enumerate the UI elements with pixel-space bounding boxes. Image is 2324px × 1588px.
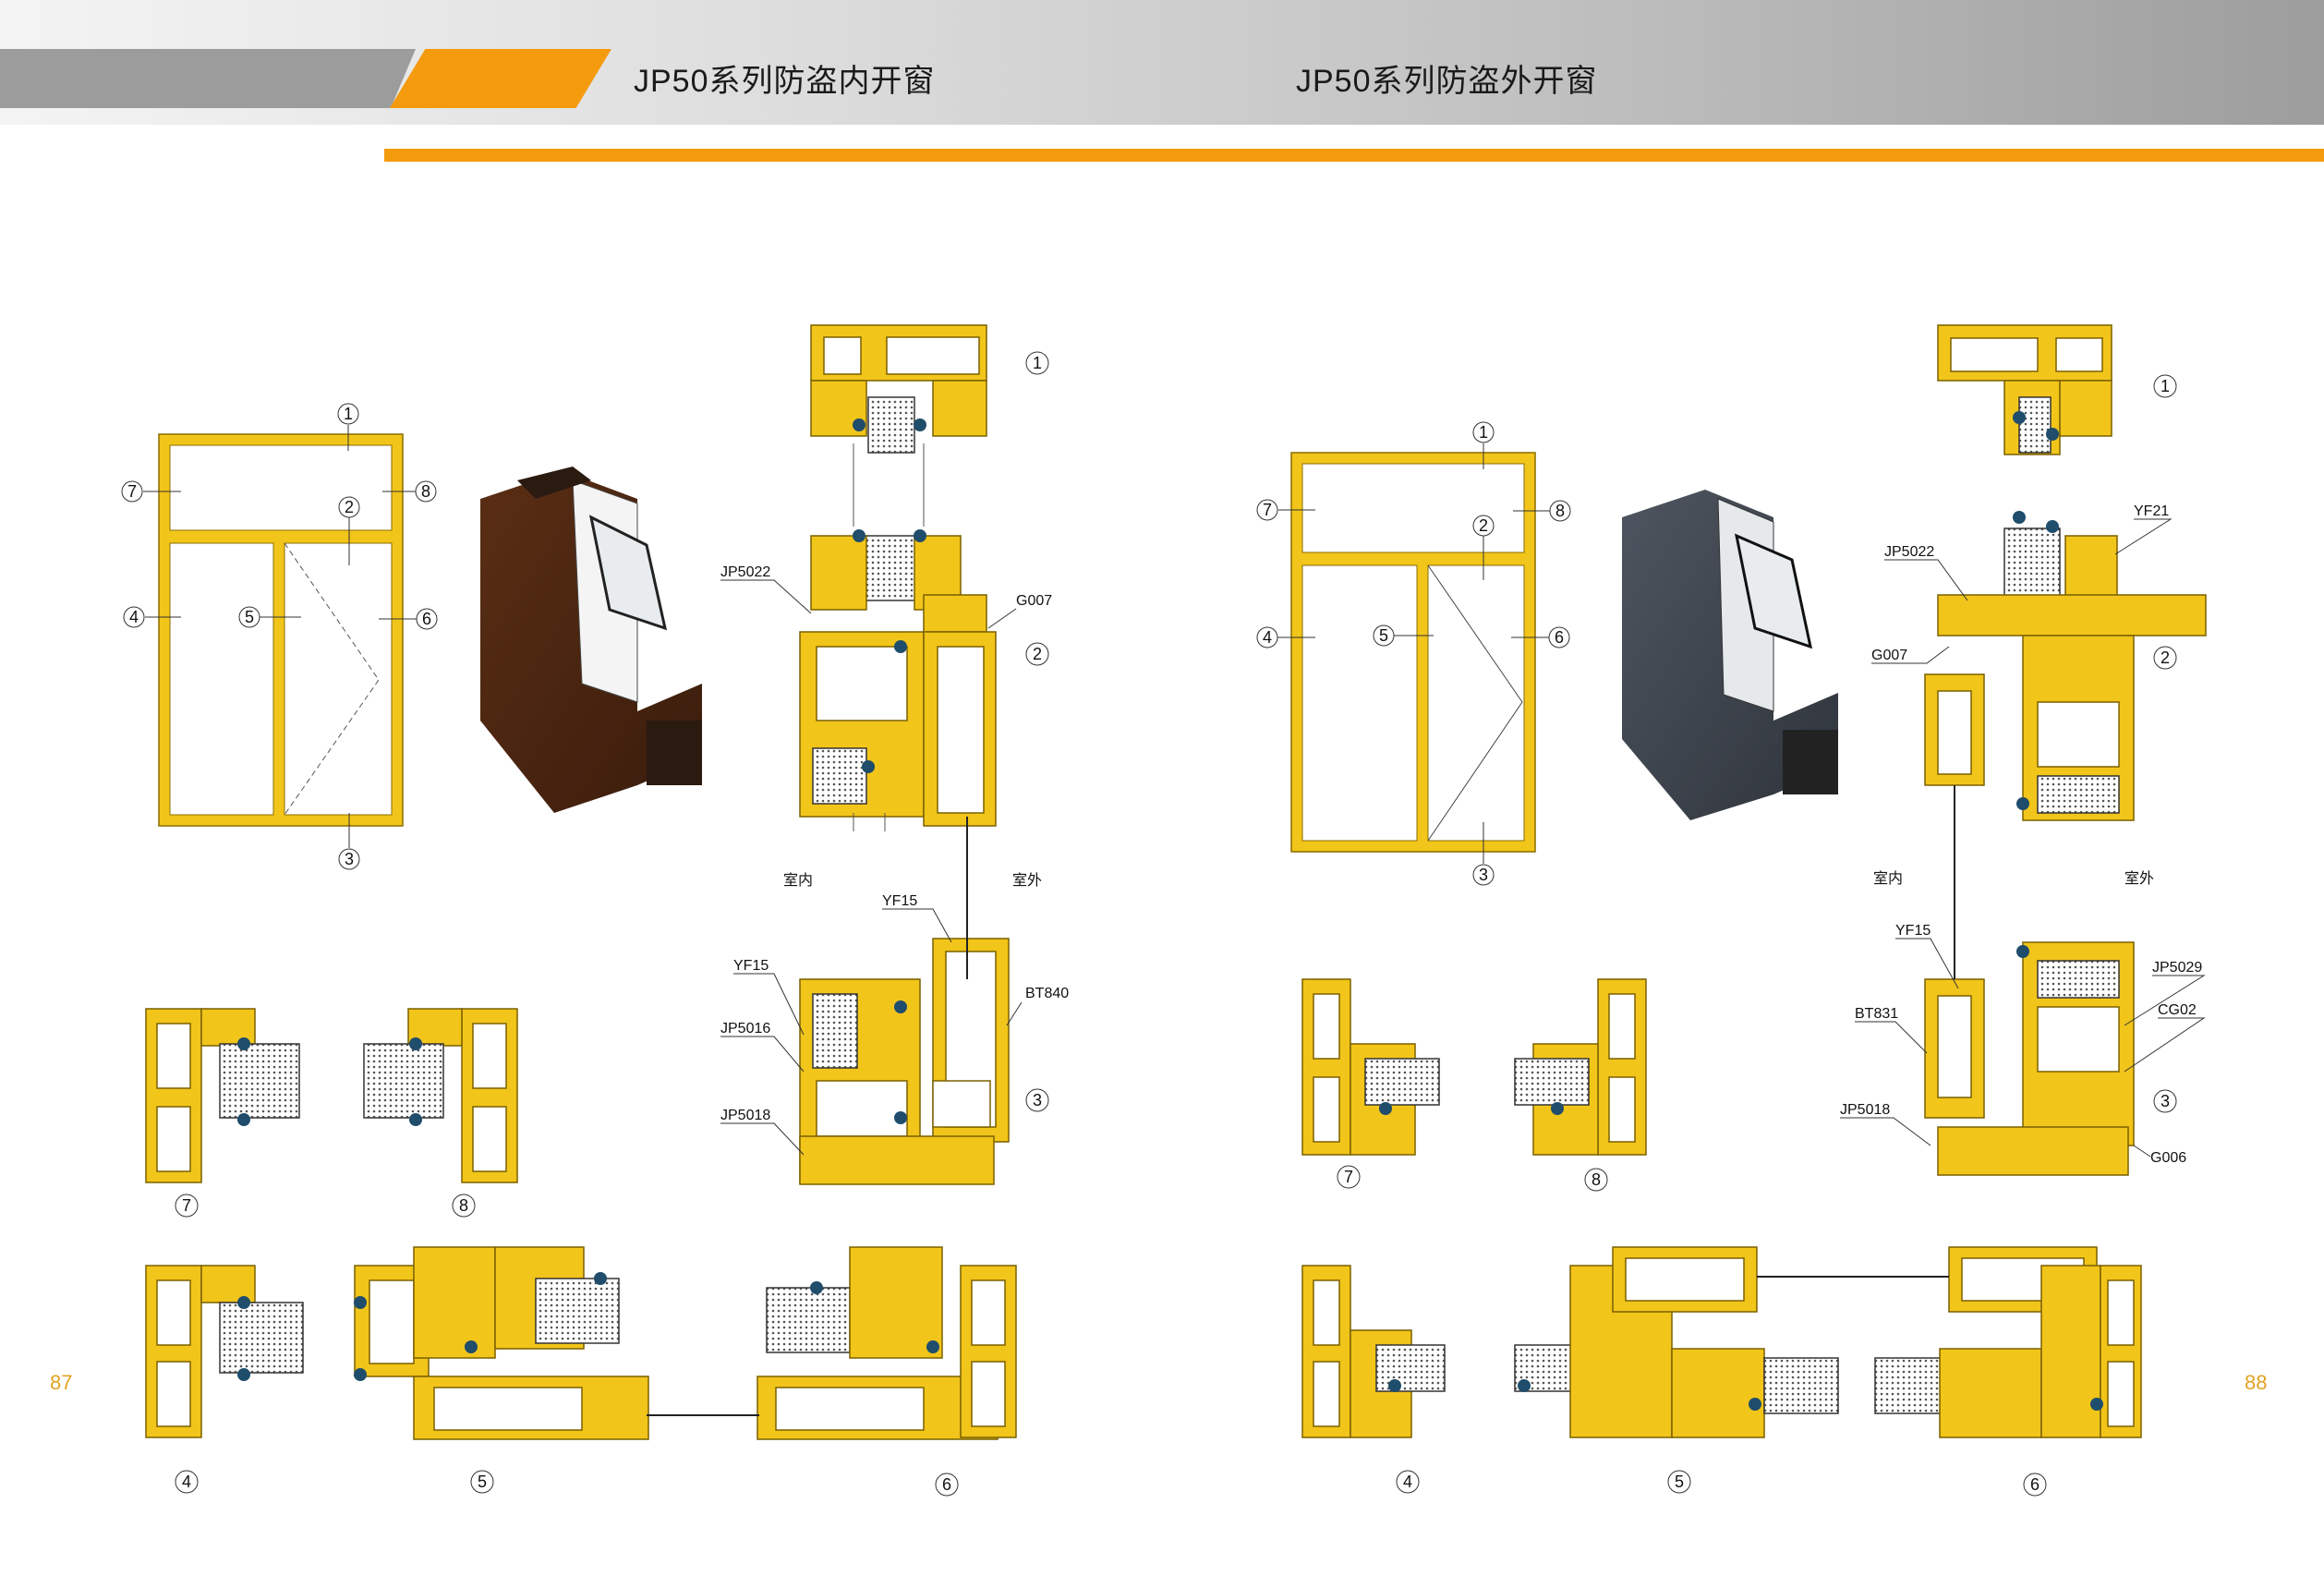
label-JP5018-right: JP5018 <box>1840 1102 1890 1118</box>
left-exterior-label: 室外 <box>1012 872 1042 889</box>
callout-5-circle <box>470 1470 494 1494</box>
section-label-4: 4 <box>182 1473 191 1491</box>
r-callout-2: 2 <box>1479 516 1488 535</box>
label-BT831: BT831 <box>1855 1006 1898 1022</box>
label-G007: G007 <box>1016 593 1052 609</box>
callout-6-circle <box>935 1473 959 1497</box>
label-JP5022-right: JP5022 <box>1884 544 1934 560</box>
callout-8-circle <box>452 1194 476 1218</box>
left-78-gaskets <box>237 1037 422 1126</box>
r-section-label-8: 8 <box>1592 1170 1601 1189</box>
callout-6: 6 <box>422 610 431 628</box>
section-label-7: 7 <box>182 1196 191 1215</box>
header-orange-stripe <box>390 49 611 108</box>
right-sections-4-5-6 <box>1301 1246 2142 1438</box>
label-JP5018: JP5018 <box>720 1108 770 1123</box>
right-interior-label: 室内 <box>1873 870 1903 887</box>
left-vertical-glass <box>853 443 925 831</box>
section-callout-1: 1 <box>1033 354 1042 372</box>
r-callout-1: 1 <box>1479 423 1488 442</box>
right-elevation-callouts: 1 2 3 4 5 6 7 8 <box>1256 421 1571 886</box>
left-page-title: JP50系列防盗内开窗 <box>634 64 936 99</box>
header-gray-stripe <box>0 49 416 108</box>
callout-2: 2 <box>345 498 354 516</box>
left-vertical-section <box>799 324 1010 1185</box>
callout-4: 4 <box>129 608 139 626</box>
r-callout-4: 4 <box>1263 628 1272 647</box>
right-window-elevation <box>1290 452 1536 853</box>
section-label-8: 8 <box>459 1196 468 1215</box>
r-callout-7: 7 <box>1263 501 1272 519</box>
section-callout-2: 2 <box>1033 645 1042 663</box>
section-label-5: 5 <box>478 1473 487 1491</box>
r-section-callout-3: 3 <box>2161 1092 2170 1110</box>
left-vertical-gaskets <box>853 418 926 1124</box>
right-vertical-section <box>1924 324 2207 1176</box>
r-callout-8-circle <box>1584 1168 1608 1192</box>
label-BT840: BT840 <box>1025 986 1069 1001</box>
callout-1: 1 <box>344 405 353 423</box>
label-G007-right: G007 <box>1871 648 1907 663</box>
left-page-number: 87 <box>50 1371 73 1394</box>
r-callout-8: 8 <box>1555 502 1565 520</box>
r-callout-6: 6 <box>1555 628 1564 647</box>
right-exterior-label: 室外 <box>2124 870 2154 887</box>
left-elevation-callouts: 1 2 3 4 5 6 7 8 <box>121 403 438 870</box>
left-sections-7-8 <box>145 1008 518 1183</box>
callout-7-circle <box>175 1194 199 1218</box>
callout-4-circle <box>175 1470 199 1494</box>
section-label-6: 6 <box>942 1475 951 1494</box>
label-CG02: CG02 <box>2158 1002 2197 1018</box>
right-78-gaskets <box>1379 1102 1564 1115</box>
r-section-callout-1: 1 <box>2161 377 2170 395</box>
label-JP5029: JP5029 <box>2152 960 2202 976</box>
r-callout-7-circle <box>1337 1165 1361 1189</box>
right-vertical-gaskets <box>2013 411 2059 958</box>
r-callout-3: 3 <box>1479 866 1488 884</box>
right-part-leaders <box>1840 518 2206 1158</box>
left-sections-4-5-6 <box>145 1246 1017 1440</box>
left-456-gaskets <box>237 1272 939 1381</box>
label-JP5016: JP5016 <box>720 1021 770 1036</box>
r-section-label-7: 7 <box>1344 1168 1353 1186</box>
r-section-label-5: 5 <box>1675 1473 1684 1491</box>
right-page-title: JP50系列防盗外开窗 <box>1296 64 1598 99</box>
left-part-labels <box>720 579 1023 1156</box>
right-456-gaskets <box>1388 1379 2103 1411</box>
right-vertical-callouts: 1 2 3 <box>2153 374 2177 1113</box>
r-section-callout-2: 2 <box>2161 649 2170 667</box>
callout-8: 8 <box>421 482 430 501</box>
label-YF15: YF15 <box>733 958 769 974</box>
header-orange-rule <box>384 149 2324 162</box>
callout-7: 7 <box>127 482 137 501</box>
callout-3: 3 <box>345 850 354 868</box>
label-JP5022: JP5022 <box>720 564 770 580</box>
section-callout-3: 3 <box>1033 1091 1042 1109</box>
label-YF21: YF21 <box>2134 503 2169 519</box>
r-section-label-4: 4 <box>1403 1473 1412 1491</box>
left-window-elevation <box>158 433 404 827</box>
callout-5: 5 <box>245 608 254 626</box>
label-YF15-right: YF15 <box>1895 923 1931 939</box>
r-section-label-6: 6 <box>2030 1475 2040 1494</box>
right-page-number: 88 <box>2245 1371 2268 1394</box>
left-vertical-callouts: 1 2 3 <box>1025 351 1049 1112</box>
r-callout-6-circle <box>2023 1473 2047 1497</box>
right-3d-profile-render <box>1622 490 1838 820</box>
label-G006: G006 <box>2150 1150 2186 1166</box>
r-callout-4-circle <box>1396 1470 1420 1494</box>
left-interior-label: 室内 <box>783 872 813 889</box>
r-callout-5: 5 <box>1379 626 1388 645</box>
right-sections-7-8 <box>1301 978 1647 1156</box>
left-3d-profile-render <box>480 467 702 813</box>
label-YF15-top: YF15 <box>882 893 917 909</box>
r-callout-5-circle <box>1667 1470 1691 1494</box>
